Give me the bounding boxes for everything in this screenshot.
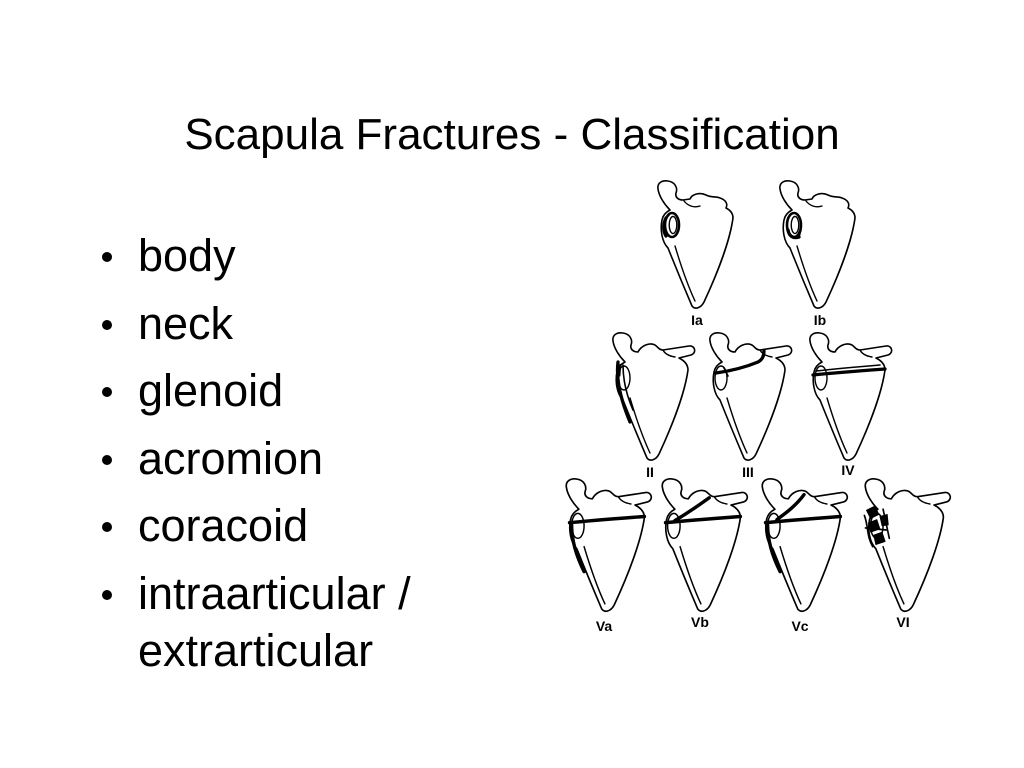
bullet-item-acromion: acromion	[100, 430, 512, 487]
scapula-fracture-classification-figure: Ia Ib II III	[545, 172, 955, 642]
scapula-outline	[662, 479, 747, 611]
slide-title: Scapula Fractures - Classification	[0, 109, 1024, 161]
scapula-outline	[780, 181, 855, 308]
scapula-outline	[865, 479, 950, 611]
bullet-text: coracoid	[138, 500, 308, 551]
scapula-outline	[613, 333, 695, 460]
panel-label-vb: Vb	[691, 614, 709, 630]
scapula-panel-ii	[613, 333, 695, 460]
bullet-dot	[102, 387, 112, 397]
panel-label-iv: IV	[841, 462, 855, 478]
bullet-text: intraarticular / extrarticular	[138, 568, 411, 676]
scapula-panel-ib	[780, 181, 855, 308]
bullet-text: glenoid	[138, 365, 283, 416]
bullet-item-body: body	[100, 227, 512, 284]
scapula-panel-iii	[710, 333, 792, 460]
bullet-item-coracoid: coracoid	[100, 497, 512, 554]
bullet-text: acromion	[138, 433, 323, 484]
bullet-dot	[102, 590, 112, 600]
scapula-outline	[810, 333, 892, 460]
bullet-item-articular: intraarticular / extrarticular	[100, 565, 512, 679]
panel-label-ia: Ia	[691, 312, 703, 328]
scapula-panel-iv	[810, 333, 892, 460]
panel-label-ib: Ib	[814, 312, 826, 328]
bullet-text: neck	[138, 298, 233, 349]
panel-label-iii: III	[742, 464, 754, 480]
scapula-outline	[566, 479, 651, 611]
scapula-panel-vb	[662, 479, 747, 611]
scapula-panel-va	[566, 479, 651, 611]
scapula-panel-vc	[762, 479, 847, 611]
panel-label-vi: VI	[896, 614, 909, 630]
scapula-outline	[762, 479, 847, 611]
bullet-list: body neck glenoid acromion coracoid intr…	[100, 227, 512, 689]
bullet-item-neck: neck	[100, 295, 512, 352]
scapula-outline	[658, 181, 733, 308]
bullet-item-glenoid: glenoid	[100, 362, 512, 419]
scapula-panel-vi	[864, 479, 950, 611]
bullet-dot	[102, 252, 112, 262]
bullet-dot	[102, 522, 112, 532]
bullet-text: body	[138, 230, 236, 281]
scapula-outline	[710, 333, 792, 460]
bullet-dot	[102, 455, 112, 465]
bullet-dot	[102, 320, 112, 330]
panel-label-va: Va	[596, 618, 613, 634]
panel-label-ii: II	[646, 464, 654, 480]
scapula-panel-ia	[658, 181, 733, 308]
panel-label-vc: Vc	[791, 618, 808, 634]
